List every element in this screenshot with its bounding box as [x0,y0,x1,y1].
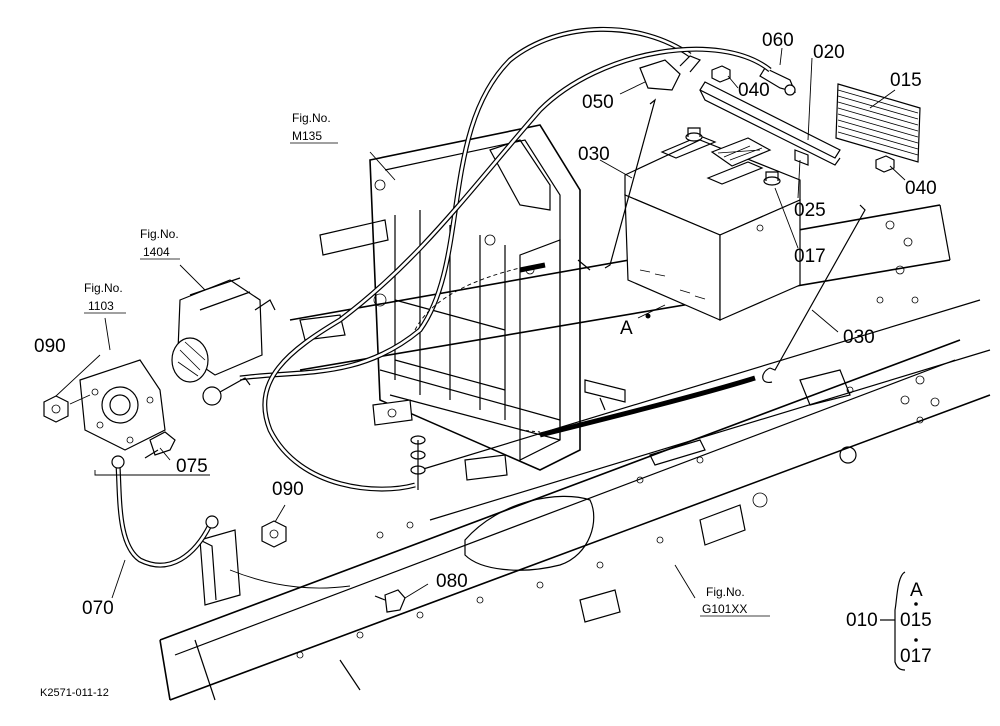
assembly-item-017: 017 [900,646,932,667]
callout-075: 075 [176,456,208,477]
fig-ref-m135: Fig.No. M135 [290,111,338,144]
callout-070: 070 [82,598,114,619]
callout-040-right: 040 [905,178,937,199]
callout-015: 015 [890,70,922,91]
part-callouts: 060 020 015 040 050 030 040 025 017 A 03… [34,30,937,619]
svg-text:1404: 1404 [143,245,170,259]
callout-090-center: 090 [272,479,304,500]
bolt-075 [144,431,176,459]
mounting-plate [79,359,166,451]
callout-017: 017 [794,246,826,267]
callout-080: 080 [436,571,468,592]
battery [624,127,801,321]
svg-text:Fig.No.: Fig.No. [706,585,745,599]
callout-030-right: 030 [843,327,875,348]
svg-text:M135: M135 [292,129,322,143]
svg-text:Fig.No.: Fig.No. [292,111,331,125]
callout-025: 025 [794,200,826,221]
fig-ref-g101xx: Fig.No. G101XX [700,585,770,617]
starter-motor [171,277,276,406]
terminal-cover-050 [639,55,701,91]
battery-hold-down [577,81,866,384]
bolt-080 [374,589,406,613]
nut-040 [711,65,895,173]
callout-a: A [620,318,633,339]
callout-050: 050 [582,92,614,113]
assembly-head: A [910,580,923,601]
callout-030-top: 030 [578,144,610,165]
svg-text:Fig.No.: Fig.No. [84,281,123,295]
ground-cable-070 [111,455,351,589]
fig-ref-1103: Fig.No. 1103 [84,281,126,314]
assembly-parent: 010 [846,610,878,631]
callout-090-left: 090 [34,336,66,357]
battery-cables [239,26,772,492]
assembly-item-015: 015 [900,610,932,631]
svg-text:G101XX: G101XX [702,602,747,616]
battery-cover [835,83,921,163]
callout-020: 020 [813,42,845,63]
svg-text:1103: 1103 [88,299,114,313]
callout-060: 060 [762,30,794,51]
fig-ref-1404: Fig.No. 1404 [140,227,180,260]
terminal-060 [759,67,797,96]
figure-references: Fig.No. M135 Fig.No. 1404 Fig.No. 1103 F… [84,111,770,617]
nut-090-left [43,395,69,423]
svg-text:Fig.No.: Fig.No. [140,227,179,241]
leader-lines [55,47,906,599]
callout-040-top: 040 [738,80,770,101]
assembly-legend: A 015 017 010 [846,571,932,671]
washer-stack [410,435,426,490]
nut-090-center [261,520,287,548]
drawing-code: K2571-011-12 [40,687,109,699]
